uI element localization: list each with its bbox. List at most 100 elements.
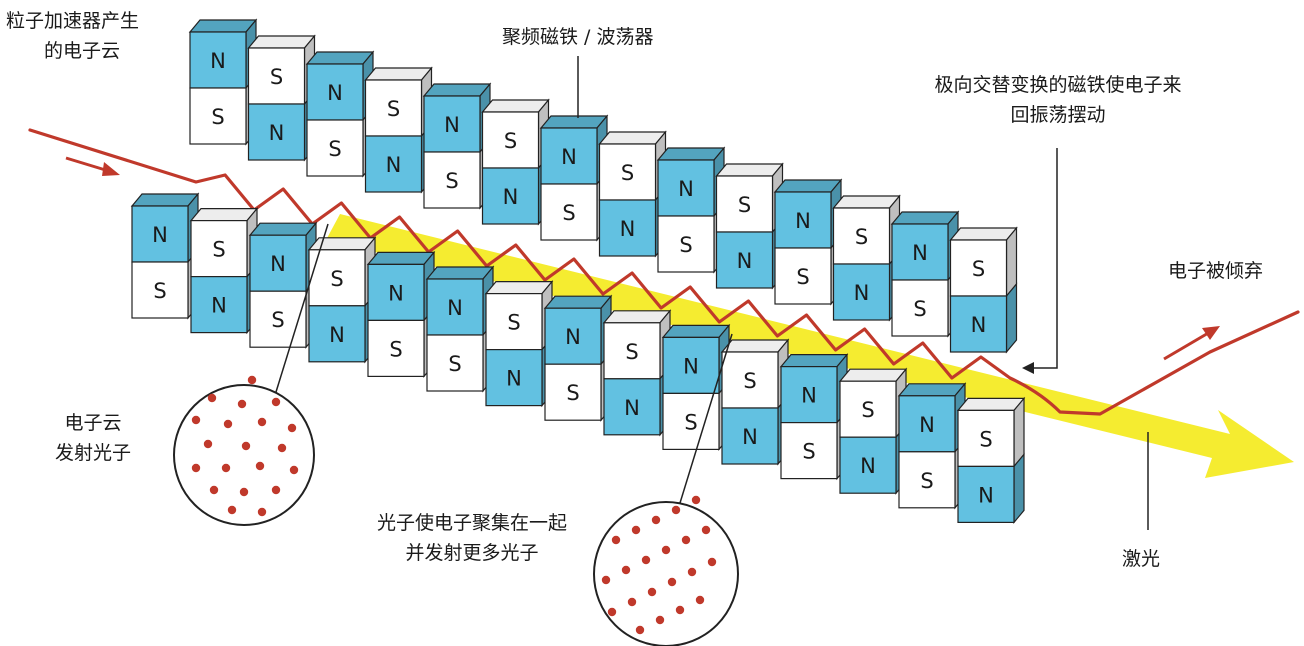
magnet-pole-S — [715, 175, 774, 233]
pole-letter: N — [561, 145, 577, 169]
magnet-top-face — [661, 324, 731, 338]
pole-letter: S — [738, 193, 751, 217]
magnet-side-face — [1005, 282, 1018, 354]
pole-letter: S — [448, 352, 461, 376]
pole-letter: N — [620, 217, 636, 241]
magnet-pole-N — [249, 234, 307, 292]
magnet-pole-S — [780, 422, 838, 480]
pole-letter: S — [684, 410, 697, 434]
magnet-pole-N — [657, 159, 715, 217]
pole-letter: N — [211, 294, 227, 318]
pole-letter: N — [801, 384, 817, 408]
magnet-pole-N — [598, 199, 657, 257]
electron-dot — [631, 525, 641, 535]
pole-letter: N — [447, 296, 463, 320]
pole-letter: N — [503, 185, 519, 209]
pole-letter: S — [562, 201, 575, 225]
upper-row-magnet: SN — [364, 66, 433, 194]
magnet-top-face — [422, 83, 492, 97]
magnet-pole-N — [603, 378, 661, 436]
electron-dot — [671, 505, 681, 515]
magnet-pole-N — [662, 336, 720, 394]
upper-row-magnet: SN — [247, 34, 316, 162]
magnet-pole-N — [367, 263, 425, 321]
magnet-pole-S — [426, 334, 484, 392]
pole-letter: N — [978, 483, 994, 507]
magnet-top-face — [656, 147, 726, 161]
electron-dot — [239, 487, 249, 497]
magnet-pole-S — [721, 351, 779, 409]
electron-dot — [647, 587, 657, 597]
electron-dot — [271, 397, 281, 407]
pole-letter: S — [743, 369, 756, 393]
pole-letter: N — [912, 241, 928, 265]
magnet-pole-N — [190, 276, 248, 334]
pole-letter: S — [861, 398, 874, 422]
electron-dot — [209, 485, 219, 495]
magnet-top-face — [305, 51, 375, 65]
upper-row-magnet: NS — [656, 146, 726, 274]
pole-letter: N — [795, 209, 811, 233]
upper-row-magnet: NS — [188, 18, 258, 146]
pole-letter: S — [387, 97, 400, 121]
lower-row-magnet: NS — [248, 221, 318, 349]
bunched-electrons-circle — [593, 495, 739, 646]
electron-dot — [611, 535, 621, 545]
magnet-pole-S — [306, 119, 364, 177]
magnet-pole-N — [839, 436, 897, 494]
pole-letter: N — [565, 325, 581, 349]
electron-dot — [661, 545, 671, 555]
magnet-pole-S — [898, 451, 956, 509]
electron-dot — [203, 439, 213, 449]
electron-dot — [667, 577, 677, 587]
electron-dot — [701, 525, 711, 535]
magnet-top-face — [543, 295, 613, 309]
pole-letter: N — [327, 81, 343, 105]
label-focusing-magnets: 聚频磁铁 / 波荡器 — [502, 26, 654, 48]
magnet-pole-N — [481, 167, 540, 225]
label-photons-bunch: 光子使电子聚集在一起 并发射更多光子 — [376, 512, 567, 564]
upper-row-magnet: SN — [832, 194, 901, 322]
electron-dot — [607, 607, 617, 617]
magnet-pole-N — [721, 407, 779, 465]
lower-row-magnet: SN — [720, 338, 790, 466]
pole-letter: N — [683, 354, 699, 378]
pole-letter: S — [979, 427, 992, 451]
electron-dot — [601, 575, 611, 585]
magnet-top-face — [949, 227, 1018, 241]
electron-dot — [687, 567, 697, 577]
magnet-top-face — [720, 339, 790, 353]
magnet-pole-S — [957, 409, 1015, 467]
magnet-top-face — [715, 163, 784, 177]
magnet-side-face — [1013, 452, 1025, 525]
magnet-pole-N — [308, 305, 366, 363]
pole-letter: S — [855, 225, 868, 249]
magnet-top-face — [838, 368, 908, 382]
label-alternating-magnets: 极向交替变换的磁铁使电子来 回振荡摆动 — [934, 74, 1182, 126]
magnet-pole-S — [544, 363, 602, 421]
pole-letter: N — [329, 323, 345, 347]
magnet-top-face — [779, 354, 849, 368]
pole-letter: S — [153, 279, 166, 303]
pole-letter: S — [328, 137, 341, 161]
electron-dot — [681, 535, 691, 545]
pole-letter: N — [388, 281, 404, 305]
magnet-pole-S — [131, 261, 189, 319]
electron-dot — [223, 419, 233, 429]
pole-letter: N — [971, 313, 987, 337]
lower-row-magnet: SN — [307, 236, 377, 364]
magnet-top-face — [247, 35, 316, 49]
pole-letter: S — [212, 238, 225, 262]
callout-arrowhead — [1022, 362, 1034, 374]
electron-dot — [691, 495, 701, 505]
magnet-pole-S — [598, 143, 657, 201]
label-electrons-discarded: 电子被倾弃 — [1168, 260, 1264, 282]
magnet-top-face — [897, 383, 967, 397]
magnet-pole-S — [481, 111, 540, 169]
exit-arrow — [1163, 326, 1220, 361]
pole-letter: S — [211, 105, 224, 129]
magnet-top-face — [307, 237, 377, 251]
